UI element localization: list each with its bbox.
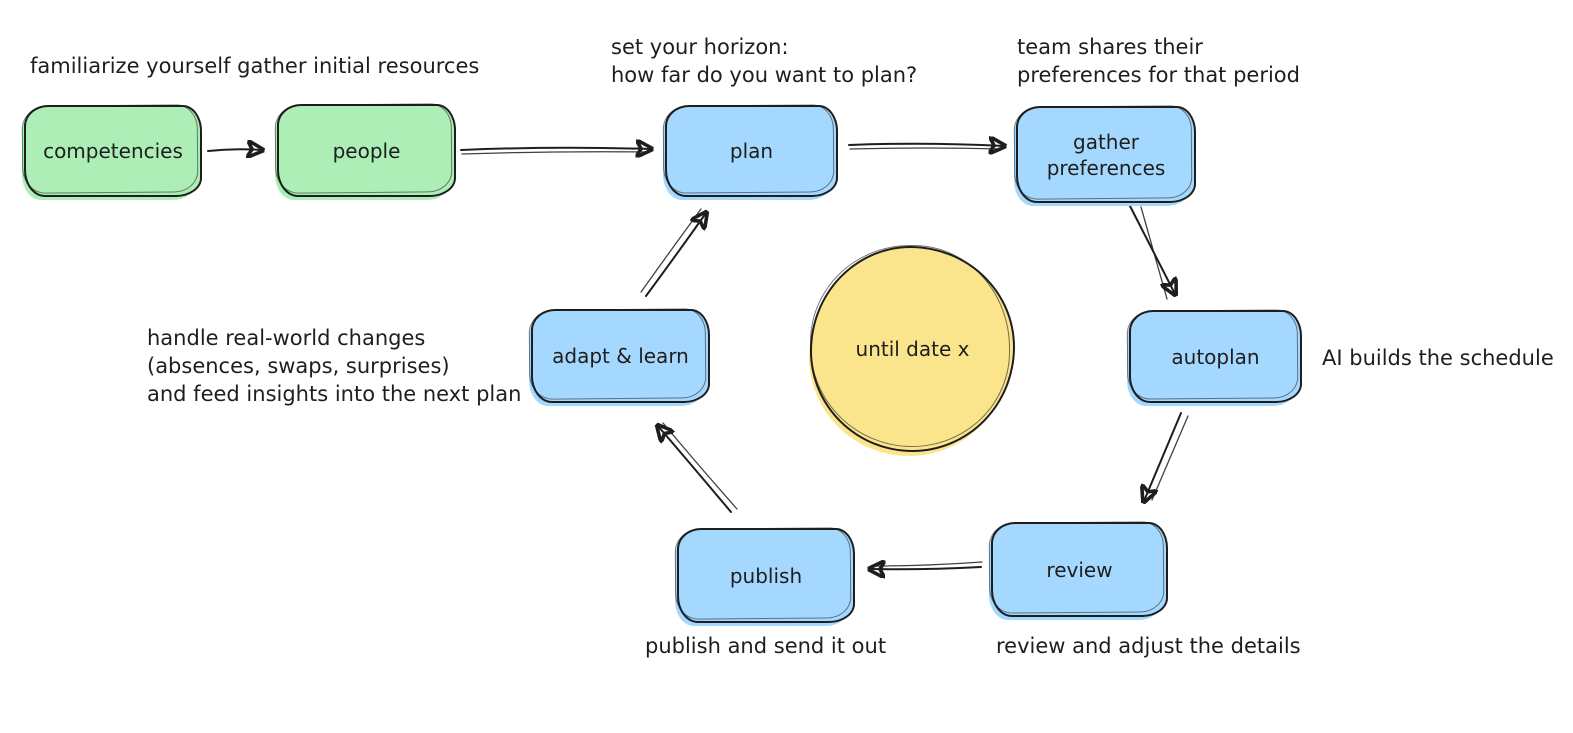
node-label: people xyxy=(332,138,401,163)
node-people: people xyxy=(277,104,456,197)
node-label: adapt & learn xyxy=(552,344,689,368)
hub-circle-until-date-x: until date x xyxy=(810,245,1015,452)
arrow-autoplan-to-review xyxy=(1144,412,1189,501)
node-publish: publish xyxy=(677,528,855,623)
node-autoplan: autoplan xyxy=(1129,310,1302,403)
arrow-people-to-plan xyxy=(460,148,651,154)
note-getting-started: familiarize yourself gather initial reso… xyxy=(30,54,480,78)
node-label: competencies xyxy=(43,139,183,163)
node-competencies: competencies xyxy=(24,105,202,197)
node-label: gather preferences xyxy=(1046,129,1166,180)
node-label: plan xyxy=(729,139,774,163)
hub-label: until date x xyxy=(855,337,970,361)
note-adapt-changes: handle real-world changes (absences, swa… xyxy=(147,326,522,406)
node-label: autoplan xyxy=(1171,344,1260,369)
arrow-publish-to-adapt-learn xyxy=(658,423,738,513)
note-ai-builds-schedule: AI builds the schedule xyxy=(1322,346,1554,370)
note-team-preferences: team shares their preferences for that p… xyxy=(1017,35,1300,87)
node-adapt-learn: adapt & learn xyxy=(531,309,710,403)
node-gather-preferences: gather preferences xyxy=(1016,106,1196,203)
note-plan-horizon: set your horizon: how far do you want to… xyxy=(611,35,918,87)
node-plan: plan xyxy=(665,105,838,197)
note-publish-send: publish and send it out xyxy=(645,634,887,658)
arrow-gather-preferences-to-autoplan xyxy=(1129,205,1175,299)
note-review-adjust: review and adjust the details xyxy=(996,634,1301,658)
node-review: review xyxy=(991,522,1168,617)
node-label: publish xyxy=(729,563,803,588)
arrow-competencies-to-people xyxy=(207,149,262,151)
arrow-adapt-learn-to-plan xyxy=(640,209,706,297)
arrow-plan-to-gather-preferences xyxy=(848,144,1004,149)
arrow-review-to-publish xyxy=(870,562,983,569)
node-label: review xyxy=(1046,557,1113,582)
